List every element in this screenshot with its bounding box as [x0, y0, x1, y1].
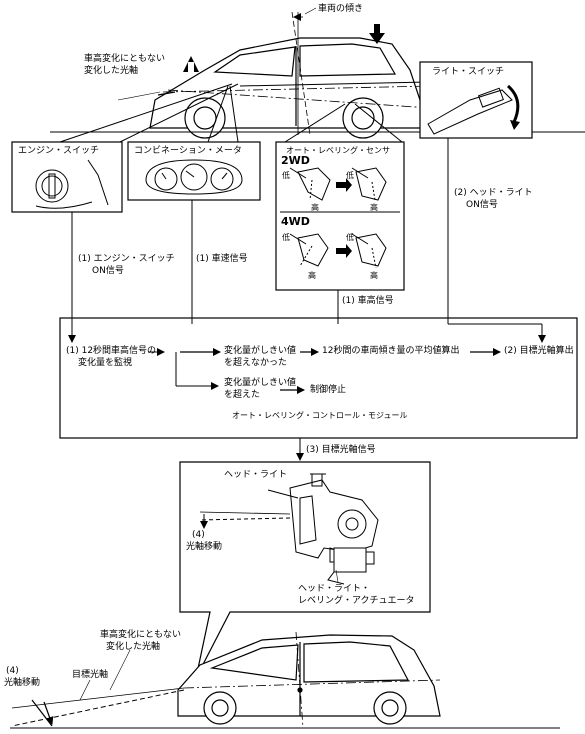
not-exceeded-line2: を超えなかった: [224, 358, 288, 368]
callout-axis-move-label: 光軸移動: [186, 542, 223, 552]
sensor-title-label: オート・レベリング・センサ: [286, 146, 390, 155]
target-axis-label: 目標光軸: [72, 670, 109, 680]
headlight-assembly-illustration: [267, 473, 379, 585]
headlight-on-signal-line2: ON信号: [466, 200, 498, 210]
top-vehicle-illustration: [149, 37, 423, 139]
headlight-on-signal-line1: (2) ヘッド・ライト: [454, 188, 533, 198]
engine-switch-illustration: [35, 159, 109, 209]
actuator-label-line1: ヘッド・ライト・: [298, 584, 371, 594]
combination-meter-label: コンビネーション・メータ: [134, 146, 242, 156]
sensor-4wd-low-b: 低: [346, 233, 354, 242]
bottom-beam-note-line1: 車高変化にともない: [100, 630, 182, 640]
top-beam-note-line1: 車高変化にともない: [84, 54, 166, 64]
sensor-2wd-high-a: 高: [311, 203, 319, 212]
average-calc-step: 12秒間の車両傾き量の平均値算出: [322, 346, 460, 356]
engine-on-signal-line2: ON信号: [92, 266, 124, 276]
headlight-label: ヘッド・ライト: [224, 470, 288, 480]
control-stop-step: 制御停止: [310, 385, 347, 395]
not-exceeded-line1: 変化量がしきい値: [224, 346, 297, 356]
target-calc-step: (2) 目標光軸算出: [504, 346, 574, 356]
exceeded-line1: 変化量がしきい値: [224, 378, 297, 388]
engine-on-signal-line1: (1) エンジン・スイッチ: [78, 254, 175, 264]
sensor-2wd-high-b: 高: [370, 203, 378, 212]
target-signal-label: (3) 目標光軸信号: [306, 445, 376, 455]
module-name-label: オート・レベリング・コントロール・モジュール: [232, 411, 408, 420]
sensor-4wd-high-a: 高: [308, 271, 316, 280]
sensor-4wd-high-b: 高: [370, 271, 378, 280]
height-signal: (1) 車高信号: [342, 296, 394, 306]
monitor-step-line2: 変化量を監視: [78, 358, 133, 368]
bottom-axis-move-num: (4): [6, 666, 19, 676]
sensor-4wd-low-a: 低: [282, 233, 290, 242]
top-beam-note-line2: 変化した光軸: [84, 66, 139, 76]
sensor-2wd-low-b: 低: [346, 171, 354, 180]
vehicle-tilt-label: 車両の傾き: [318, 4, 364, 14]
monitor-step-line1: (1) 12秒間車高信号の: [66, 346, 157, 356]
bottom-axis-move-label: 光軸移動: [4, 678, 41, 688]
light-switch-label: ライト・スイッチ: [432, 67, 505, 77]
exceeded-line2: を超えた: [224, 390, 261, 400]
engine-switch-label: エンジン・スイッチ: [18, 146, 100, 156]
light-switch-illustration: [427, 84, 520, 135]
bottom-beam-note-line2: 変化した光軸: [106, 642, 161, 652]
sensor-2wd-low-a: 低: [282, 171, 290, 180]
vehicle-speed-signal: (1) 車速信号: [196, 254, 248, 264]
bottom-vehicle-illustration: [177, 634, 441, 725]
drive-4wd-label: 4WD: [281, 215, 310, 228]
callout-axis-move-num: (4): [192, 530, 205, 540]
drive-2wd-label: 2WD: [281, 154, 310, 167]
combination-meter-illustration: [145, 159, 243, 195]
sensor-illustrations: [289, 167, 387, 269]
actuator-label-line2: レベリング・アクチュエータ: [298, 596, 415, 606]
